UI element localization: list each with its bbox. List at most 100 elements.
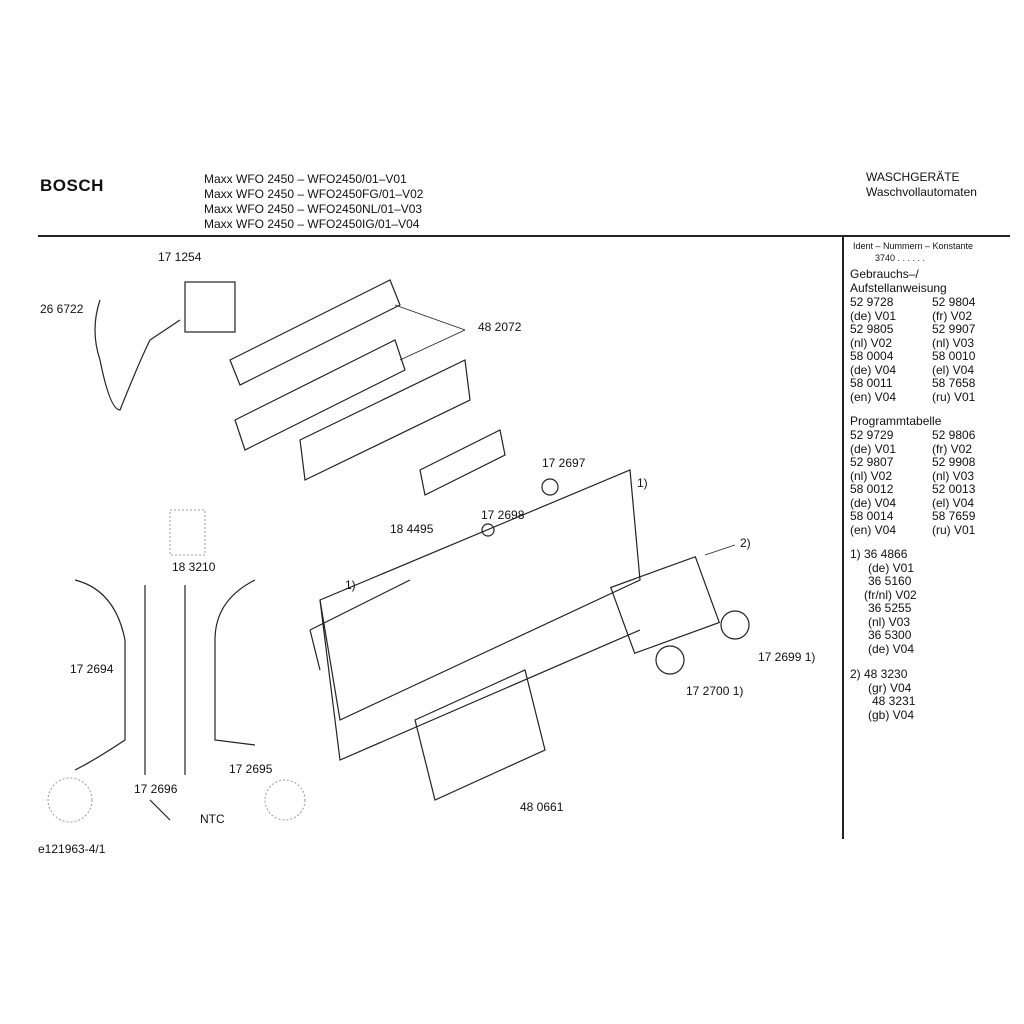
manual-title: Gebrauchs–/ Aufstellanweisung bbox=[850, 267, 947, 295]
variant: (fr) V02 bbox=[932, 308, 973, 323]
variant: (ru) V01 bbox=[932, 389, 976, 404]
variant: (nl) V02 bbox=[850, 468, 893, 483]
control-panel bbox=[319, 469, 641, 721]
program-title: Programmtabelle bbox=[850, 414, 942, 428]
ntc-sensor bbox=[149, 799, 171, 821]
program-knob bbox=[655, 645, 685, 675]
electronics-module bbox=[299, 359, 471, 481]
variant: (de) V01 bbox=[850, 308, 897, 323]
power-cord bbox=[94, 299, 181, 411]
control-board-frame bbox=[234, 339, 406, 451]
part-label: 2) bbox=[740, 536, 751, 550]
variant: (nl) V03 bbox=[932, 468, 975, 483]
variant: (el) V04 bbox=[932, 495, 975, 510]
category-subtitle: Waschvollautomaten bbox=[866, 185, 977, 199]
note-line: 48 3231 bbox=[872, 694, 916, 708]
variant: (de) V01 bbox=[850, 441, 897, 456]
part-number: 52 9728 bbox=[850, 295, 894, 309]
variant: (de) V04 bbox=[850, 362, 897, 377]
part-number: 52 0013 bbox=[932, 482, 976, 496]
part-label: 48 0661 bbox=[520, 800, 564, 814]
suppressor-filter bbox=[184, 281, 236, 333]
overlay-sheet bbox=[609, 555, 721, 655]
note-line: 36 5255 bbox=[868, 601, 912, 615]
part-number: 58 7658 bbox=[932, 376, 976, 390]
drawing-id: e121963-4/1 bbox=[38, 842, 106, 856]
note-line: (gr) V04 bbox=[868, 680, 912, 695]
note-line: (gb) V04 bbox=[868, 707, 915, 722]
part-label: 17 2698 bbox=[481, 508, 525, 522]
wiring-harness bbox=[144, 585, 186, 775]
note-line: 2) 48 3230 bbox=[850, 667, 908, 681]
header-divider bbox=[38, 235, 1010, 237]
part-label: 1) bbox=[637, 476, 648, 490]
part-number: 58 0004 bbox=[850, 349, 894, 363]
part-label: 1) bbox=[345, 578, 356, 592]
knob-button bbox=[541, 478, 559, 496]
model-line: Maxx WFO 2450 – WFO2450NL/01–V03 bbox=[204, 202, 423, 216]
part-label: 17 1254 bbox=[158, 250, 202, 264]
part-number: 58 0014 bbox=[850, 509, 894, 523]
model-line: Maxx WFO 2450 – WFO2450FG/01–V02 bbox=[204, 187, 424, 201]
display-board bbox=[419, 429, 506, 496]
part-number: 58 7659 bbox=[932, 509, 976, 523]
category-title: WASCHGERÄTE bbox=[866, 170, 960, 184]
variant: (en) V04 bbox=[850, 389, 897, 404]
note-line: 36 5300 bbox=[868, 628, 912, 642]
bosch-logo: BOSCH bbox=[40, 176, 104, 195]
part-number: 58 0010 bbox=[932, 349, 976, 363]
part-label: 17 2695 bbox=[229, 762, 273, 776]
reference-part bbox=[169, 509, 206, 556]
seal bbox=[309, 579, 411, 671]
variant: (nl) V02 bbox=[850, 335, 893, 350]
note-line: 36 5160 bbox=[868, 574, 912, 588]
part-number: 52 9807 bbox=[850, 455, 894, 469]
part-number: 58 0011 bbox=[850, 376, 893, 390]
panel-face bbox=[319, 599, 641, 761]
sidebar-divider bbox=[842, 235, 844, 839]
part-number: 52 9804 bbox=[932, 295, 976, 309]
control-board bbox=[229, 279, 401, 386]
model-line: Maxx WFO 2450 – WFO2450IG/01–V04 bbox=[204, 217, 420, 231]
variant: (ru) V01 bbox=[932, 522, 976, 537]
part-number: 52 9908 bbox=[932, 455, 976, 469]
note-1: 1) 36 4866 (de) V01 36 5160 (fr/nl) V02 … bbox=[850, 547, 917, 656]
reference-part bbox=[264, 779, 306, 821]
part-label: 17 2700 1) bbox=[686, 684, 744, 698]
part-label: 26 6722 bbox=[40, 302, 84, 316]
program-list: 52 9729 52 9806 (de) V01 (fr) V02 52 9807 5… bbox=[850, 428, 1012, 537]
note-line: 1) 36 4866 bbox=[850, 547, 908, 561]
wiring-harness bbox=[214, 579, 256, 746]
part-number: 52 9806 bbox=[932, 428, 976, 442]
wiring-harness bbox=[74, 579, 126, 771]
part-label: 17 2699 1) bbox=[758, 650, 816, 664]
note-line: (de) V01 bbox=[868, 560, 915, 575]
part-label: 48 2072 bbox=[478, 320, 522, 334]
model-list: Maxx WFO 2450 – WFO2450/01–V01 Maxx WFO … bbox=[204, 172, 423, 232]
ident-label: Ident – Nummern – Konstante bbox=[853, 241, 974, 251]
model-line: Maxx WFO 2450 – WFO2450/01–V01 bbox=[204, 172, 407, 186]
selector-knob bbox=[720, 610, 750, 640]
note-line: (de) V04 bbox=[868, 641, 915, 656]
variant: (fr) V02 bbox=[932, 441, 973, 456]
part-number: 52 9805 bbox=[850, 322, 894, 336]
part-label: NTC bbox=[200, 812, 225, 826]
note-2: 2) 48 3230 (gr) V04 48 3231 (gb) V04 bbox=[850, 667, 916, 722]
detergent-drawer bbox=[414, 669, 546, 801]
variant: (en) V04 bbox=[850, 522, 897, 537]
ident-value: 3740 . . . . . . bbox=[875, 253, 926, 263]
part-label: 18 4495 bbox=[390, 522, 434, 536]
category: WASCHGERÄTE Waschvollautomaten bbox=[866, 170, 977, 200]
note-line: (fr/nl) V02 bbox=[864, 587, 917, 602]
part-number: 52 9729 bbox=[850, 428, 894, 442]
part-label: 18 3210 bbox=[172, 560, 216, 574]
note-line: (nl) V03 bbox=[868, 614, 911, 629]
reference-part bbox=[47, 777, 93, 823]
variant: (el) V04 bbox=[932, 362, 975, 377]
part-label: 17 2696 bbox=[134, 782, 178, 796]
part-number: 58 0012 bbox=[850, 482, 894, 496]
part-label: 17 2694 bbox=[70, 662, 114, 676]
variant: (de) V04 bbox=[850, 495, 897, 510]
screw bbox=[481, 523, 495, 537]
